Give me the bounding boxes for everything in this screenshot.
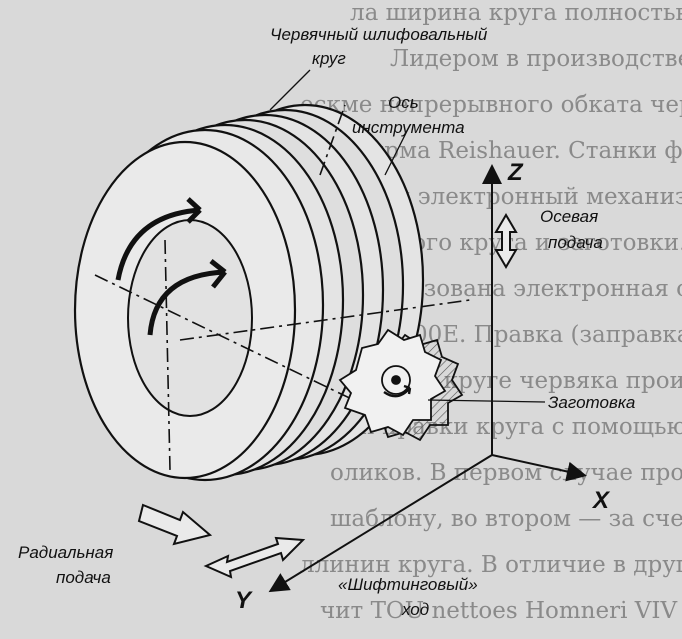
labels: Червячный шлифовальный круг Ось инструме…: [18, 25, 635, 619]
background-text-line: чит TOU nettoes Homneri VIV NT: [320, 598, 682, 624]
worm-grinding-wheel: [73, 103, 425, 482]
tool-axis-lines: [94, 104, 471, 471]
label-shift-stroke-line1: «Шифтинговый»: [338, 575, 478, 594]
label-workpiece: Заготовка: [548, 393, 635, 412]
background-text-line: ллинин круга. В отличие в другом случ: [300, 552, 682, 578]
label-axial-feed-line2: подача: [548, 233, 603, 252]
background-text-line: Лидером в производстве зубошлиф: [390, 46, 682, 72]
background-text-line: оликов. В первом случае профилир: [330, 460, 682, 486]
label-radial-feed-line2: подача: [56, 568, 111, 587]
axis-label-z: Z: [507, 159, 524, 186]
leader-lines: [269, 69, 546, 403]
background-text-line: шаблону, во втором — за счет: [330, 506, 682, 532]
label-tool-axis-line1: Ось: [388, 93, 419, 112]
radial-feed-arrow: [137, 503, 213, 546]
label-axial-feed-line1: Осевая: [540, 207, 598, 226]
label-wheel-line1: Червячный шлифовальный: [270, 25, 488, 44]
label-wheel-line2: круг: [312, 49, 346, 68]
label-radial-feed-line1: Радиальная: [18, 543, 113, 562]
axis-label-y: Y: [235, 587, 253, 614]
axis-label-x: X: [591, 487, 611, 514]
workpiece-gear: [338, 328, 464, 442]
shift-stroke-arrow: [203, 536, 306, 579]
axial-feed-arrow: [494, 213, 518, 269]
label-shift-stroke-line2: ход: [401, 600, 429, 619]
coordinate-axes: [268, 164, 587, 593]
background-text-line: ескме непрерывного обката червячн: [300, 92, 682, 118]
label-tool-axis-line2: инструмента: [352, 118, 465, 137]
background-text-line: ла ширина круга полностью использо: [350, 0, 682, 26]
